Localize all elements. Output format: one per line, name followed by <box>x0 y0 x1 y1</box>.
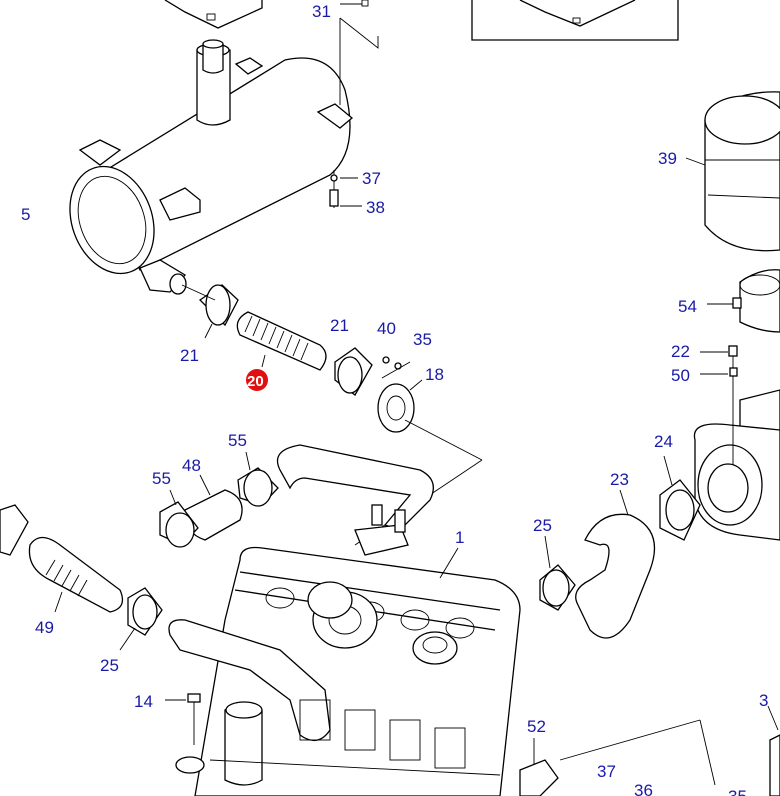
label-37-top: 37 <box>362 169 381 188</box>
label-21-right: 21 <box>330 316 349 335</box>
hose-20 <box>181 284 373 396</box>
air-cleaner <box>685 91 780 541</box>
label-25-right: 25 <box>533 516 552 535</box>
part-labels: 31 5 37 38 39 54 22 50 21 21 40 35 18 20… <box>21 2 768 796</box>
bolt-37-38 <box>329 170 362 208</box>
label-14: 14 <box>134 692 153 711</box>
label-49: 49 <box>35 618 54 637</box>
label-37-bottom: 37 <box>597 762 616 781</box>
label-39: 39 <box>658 149 677 168</box>
label-25-left: 25 <box>100 656 119 675</box>
engine <box>165 504 521 796</box>
label-20: 20 <box>247 373 264 390</box>
label-1: 1 <box>455 528 464 547</box>
label-31: 31 <box>312 2 331 21</box>
muffler <box>69 39 354 295</box>
label-21-left: 21 <box>180 346 199 365</box>
highlight-marker <box>246 369 268 391</box>
label-55-left: 55 <box>152 469 171 488</box>
label-38: 38 <box>366 198 385 217</box>
label-50: 50 <box>671 366 690 385</box>
label-54: 54 <box>678 297 697 316</box>
hose-49 <box>0 504 163 651</box>
label-3: 3 <box>759 691 768 710</box>
label-20-highlighted: 20 <box>246 369 268 391</box>
label-5: 5 <box>21 205 30 224</box>
label-22: 22 <box>671 342 690 361</box>
label-52: 52 <box>527 717 546 736</box>
label-35-bottom: 35 <box>728 787 747 796</box>
label-55-top: 55 <box>228 431 247 450</box>
top-right-inset-box <box>471 0 679 41</box>
label-18: 18 <box>425 365 444 384</box>
label-35-top: 35 <box>413 330 432 349</box>
label-40: 40 <box>377 319 396 338</box>
muffler-top-bracket <box>164 0 263 29</box>
hose-23 <box>539 455 701 639</box>
intake-piping <box>159 444 434 548</box>
label-48: 48 <box>182 456 201 475</box>
bottom-right-parts <box>519 705 780 796</box>
label-24: 24 <box>654 432 673 451</box>
label-36: 36 <box>634 781 653 796</box>
label-23: 23 <box>610 470 629 489</box>
